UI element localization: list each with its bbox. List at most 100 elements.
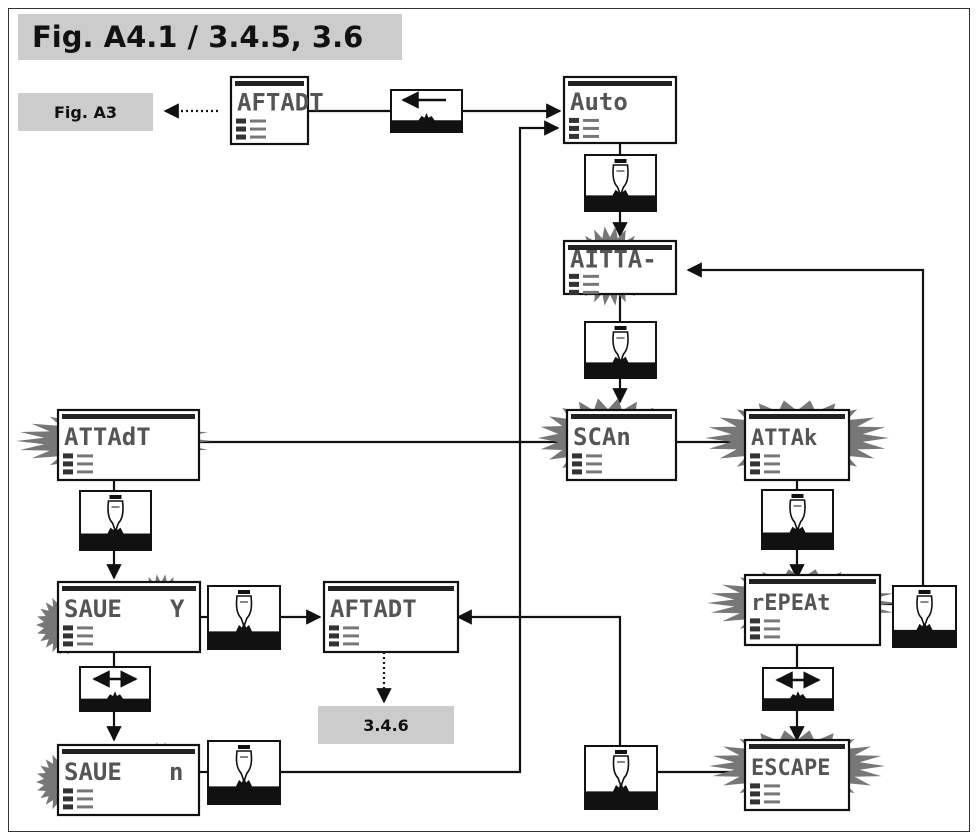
display-attack: ATTAk	[743, 408, 851, 482]
display-atta-status-mark	[569, 289, 579, 295]
display-top-start-status-mark	[236, 134, 246, 140]
display-save-y-status-bar	[77, 634, 93, 638]
pointing-hand-icon	[107, 500, 124, 534]
display-auto-header-strip	[568, 81, 672, 86]
display-result-status-mark	[329, 641, 339, 647]
key-left-attack-press-cuff	[109, 495, 122, 499]
key-atta-press	[584, 321, 657, 379]
ref-fig-a3: Fig. A3	[18, 93, 153, 131]
display-repeat-status-mark	[750, 618, 760, 624]
key-attack-press	[761, 489, 834, 550]
display-left-attack-status-bar	[77, 462, 93, 466]
display-scan-status-mark	[572, 461, 582, 467]
display-auto-status-mark	[569, 117, 579, 123]
display-auto-text: Auto	[570, 88, 628, 116]
display-scan-header-strip	[571, 414, 672, 419]
display-save-y-frame	[56, 580, 202, 654]
arrow-to-result-right	[456, 609, 622, 746]
display-save-y-header-strip	[62, 586, 196, 591]
diagram-frame	[8, 8, 970, 832]
display-escape-status-bar	[764, 800, 780, 804]
display-left-attack-text: ATTAdT	[64, 423, 151, 451]
display-result-status-mark	[329, 625, 339, 631]
key-atta-press-cuff	[614, 326, 627, 330]
display-escape-status-mark	[750, 791, 760, 797]
display-auto-status-mark	[569, 125, 579, 131]
display-left-attack-status-mark	[63, 461, 73, 467]
display-left-attack-status-bar	[77, 470, 93, 474]
key-atta-press-base	[586, 352, 655, 377]
display-atta-header-strip	[568, 245, 672, 250]
display-escape-status-bar	[764, 784, 780, 788]
key-auto-press	[584, 154, 657, 212]
display-save-n-frame	[56, 743, 201, 817]
display-top-start-status-bar	[250, 127, 266, 131]
display-scan: SCAn	[565, 408, 678, 482]
key-left-attack-press-base	[81, 523, 150, 549]
display-save-n-status-bar	[77, 789, 93, 793]
display-scan-status-bar	[586, 454, 602, 458]
display-save-y-status-mark	[63, 633, 73, 639]
display-result-frame	[322, 580, 460, 654]
pointing-hand-icon	[916, 595, 933, 629]
key-repeat-both-base	[764, 691, 832, 709]
key-save-y-press-base	[209, 620, 279, 648]
display-left-attack-header-strip	[62, 414, 195, 419]
display-attack-text: ATTAk	[751, 426, 817, 451]
display-save-n-text: SAUE	[64, 758, 122, 786]
display-attack-status-mark	[750, 453, 760, 459]
display-save-n-status-bar	[77, 797, 93, 801]
key-icons	[79, 89, 957, 810]
display-result: AFTADT	[322, 580, 460, 654]
display-scan-text: SCAn	[573, 423, 631, 451]
display-attack-status-mark	[750, 469, 760, 475]
display-atta-text: AITTA-	[570, 246, 657, 274]
display-escape: ESCAPE	[743, 738, 851, 812]
display-top-start-status-mark	[236, 126, 246, 132]
display-attack-header-strip	[749, 414, 845, 419]
display-save-n-value: n	[169, 758, 183, 786]
display-left-attack-status-mark	[63, 469, 73, 475]
display-result-text: AFTADT	[330, 595, 417, 623]
display-auto-frame	[562, 75, 678, 145]
display-result-header-strip	[328, 586, 454, 591]
key-save-y-both-base	[81, 691, 149, 710]
key-attack-press-base	[763, 522, 832, 548]
display-auto: Auto	[562, 75, 678, 145]
display-top-start-status-bar	[250, 119, 266, 123]
display-left-attack-status-mark	[63, 453, 73, 459]
display-attack-status-bar	[764, 470, 780, 474]
ref-3-4-6: 3.4.6	[318, 706, 454, 744]
display-atta-status-mark	[569, 273, 579, 279]
display-left-attack-status-bar	[77, 454, 93, 458]
display-save-y-text: SAUE	[64, 595, 122, 623]
display-save-y-status-mark	[63, 625, 73, 631]
key-save-y-press-cuff	[238, 590, 250, 594]
display-left-attack: ATTAdT	[56, 408, 201, 482]
display-escape-status-bar	[764, 792, 780, 796]
display-scan-status-mark	[572, 453, 582, 459]
display-scan-status-bar	[586, 470, 602, 474]
display-attack-status-bar	[764, 462, 780, 466]
key-save-y-press	[207, 585, 281, 650]
display-escape-header-strip	[749, 744, 845, 749]
key-save-y-both	[79, 666, 151, 712]
display-save-y-status-bar	[77, 626, 93, 630]
display-save-n: SAUE n	[56, 743, 201, 817]
pointing-hand-icon	[789, 499, 806, 533]
key-repeat-press	[892, 585, 957, 648]
display-result-status-bar	[343, 642, 359, 646]
key-attack-press-cuff	[791, 494, 804, 498]
pointing-hand-icon	[235, 595, 253, 629]
display-scan-status-mark	[572, 469, 582, 475]
display-escape-frame	[743, 738, 851, 812]
display-scan-status-bar	[586, 462, 602, 466]
display-attack-status-bar	[764, 454, 780, 458]
display-repeat-frame	[743, 573, 882, 647]
key-save-n-press-cuff	[238, 745, 250, 749]
display-save-n-status-mark	[63, 788, 73, 794]
key-escape-press	[584, 745, 658, 810]
display-repeat-status-mark	[750, 634, 760, 640]
